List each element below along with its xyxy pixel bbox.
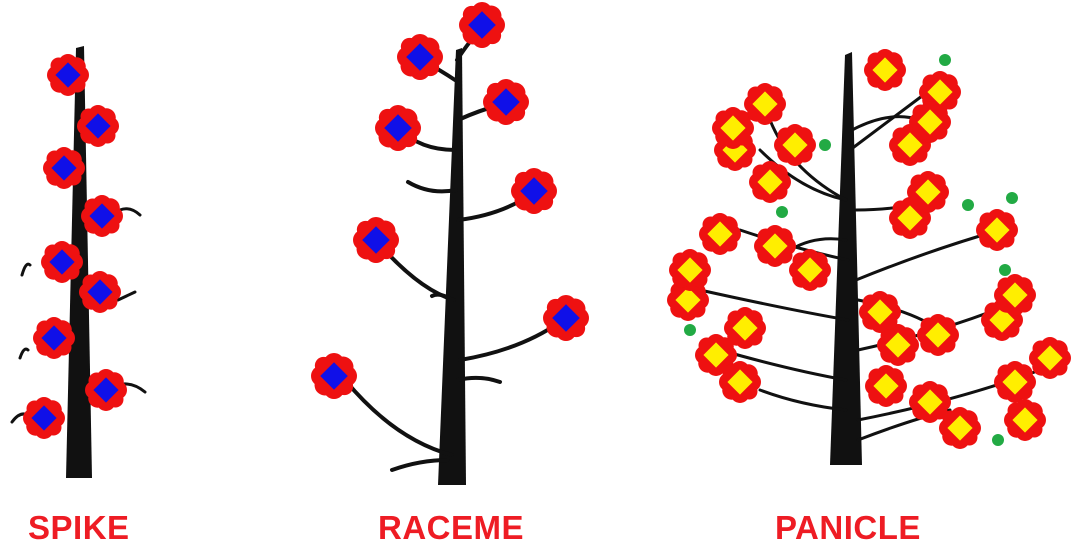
panicle-flower	[981, 299, 1023, 341]
raceme-flower	[483, 79, 529, 125]
spike-flower	[81, 195, 124, 237]
panicle-flower	[909, 101, 951, 143]
panicle-flower	[909, 381, 951, 423]
spike-flower	[23, 397, 65, 439]
bud	[819, 139, 831, 151]
spike-flower	[79, 271, 122, 313]
panicle-flower	[889, 124, 931, 166]
panicle-flower	[994, 361, 1036, 403]
spike-flower	[77, 105, 120, 147]
panicle-flower	[724, 307, 766, 349]
panicle-flower	[865, 365, 907, 407]
bud	[684, 324, 696, 336]
panicle-illustration	[667, 49, 1072, 465]
panicle-flower	[939, 407, 981, 449]
raceme-flower	[510, 168, 558, 214]
raceme-flower	[397, 34, 443, 80]
panicle-flower	[712, 107, 754, 149]
panicle-flower	[749, 161, 791, 203]
spike-illustration	[10, 46, 147, 478]
panicle-flower	[1004, 399, 1047, 441]
raceme-flower	[375, 105, 421, 151]
spike-flower	[43, 147, 86, 189]
panicle-flower	[695, 334, 737, 376]
panicle-flower	[877, 324, 919, 366]
panicle-flower	[667, 279, 709, 321]
panicle-flower	[789, 249, 831, 291]
raceme-label: RACEME	[378, 509, 525, 546]
panicle-flower	[976, 209, 1018, 251]
panicle-flower	[754, 225, 796, 267]
panicle-flower	[1029, 337, 1072, 379]
panicle-flower	[994, 274, 1036, 316]
bud	[999, 264, 1011, 276]
panicle-flower	[889, 197, 931, 239]
panicle-flower	[864, 49, 906, 92]
bud	[939, 54, 951, 66]
panicle-flower	[669, 249, 711, 291]
bud	[1006, 192, 1018, 204]
panicle-flower	[859, 291, 901, 333]
panicle-flower	[719, 361, 761, 403]
spike-flower	[33, 317, 75, 359]
raceme-flower	[543, 295, 590, 341]
spike-flower	[85, 369, 128, 411]
panicle-flower	[699, 213, 741, 255]
bud	[992, 434, 1004, 446]
raceme-flower	[311, 353, 357, 399]
panicle-label: PANICLE	[775, 509, 921, 546]
raceme-flower	[353, 217, 399, 263]
spike-flower	[41, 241, 84, 283]
bud	[776, 206, 788, 218]
panicle-flower	[744, 83, 786, 126]
panicle-flower	[907, 171, 949, 213]
raceme-illustration	[311, 2, 590, 485]
panicle-flower	[917, 314, 959, 356]
spike-flower	[47, 54, 90, 97]
raceme-flower	[459, 2, 505, 48]
spike-label: SPIKE	[28, 509, 130, 546]
bud	[962, 199, 974, 211]
panicle-flower	[774, 124, 816, 166]
